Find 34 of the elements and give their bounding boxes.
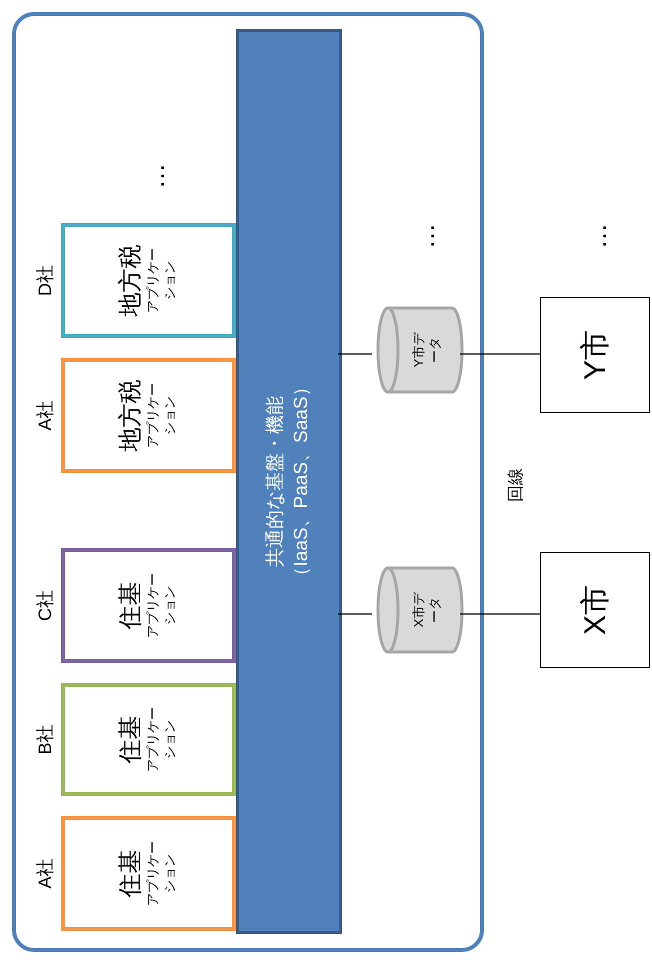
application-label: アプリケーション (144, 247, 178, 314)
application-name: 住基 (118, 850, 145, 898)
connector-line (338, 613, 372, 615)
ellipsis-dots: … (140, 163, 170, 189)
application-name: 地方税 (118, 380, 145, 452)
city-label: Y市 (578, 330, 612, 380)
company-label: B社 (34, 724, 56, 757)
database-cylinder (376, 566, 464, 654)
ellipsis-dots: … (582, 223, 612, 249)
company-label: C社 (34, 589, 56, 623)
application-label: アプリケーション (144, 840, 178, 908)
application-name: 地方税 (118, 244, 145, 316)
connector-line (338, 353, 372, 355)
city-label: X市 (578, 585, 612, 636)
connector-line (460, 613, 540, 615)
data-label: Y市データ (410, 331, 443, 370)
company-label: D社 (34, 264, 56, 298)
city-box (540, 297, 650, 413)
city-box (540, 552, 650, 668)
application-name: 住基 (118, 716, 145, 764)
application-label: アプリケーション (144, 382, 178, 450)
application-label: アプリケーション (144, 706, 178, 774)
company-label: A社 (34, 400, 56, 433)
platform-bar (236, 29, 342, 934)
cloud-frame (12, 12, 484, 952)
application-name: 住基 (118, 582, 145, 630)
ellipsis-dots: … (410, 223, 440, 249)
line-label: 回線 (504, 468, 526, 502)
data-label: X市データ (410, 591, 443, 630)
platform-label: 共通的な基盤・機能（IaaS、PaaS、SaaS） (264, 376, 313, 588)
database-cylinder (376, 306, 464, 394)
application-label: アプリケーション (144, 572, 178, 640)
connector-line (460, 353, 540, 355)
company-label: A社 (34, 858, 56, 891)
